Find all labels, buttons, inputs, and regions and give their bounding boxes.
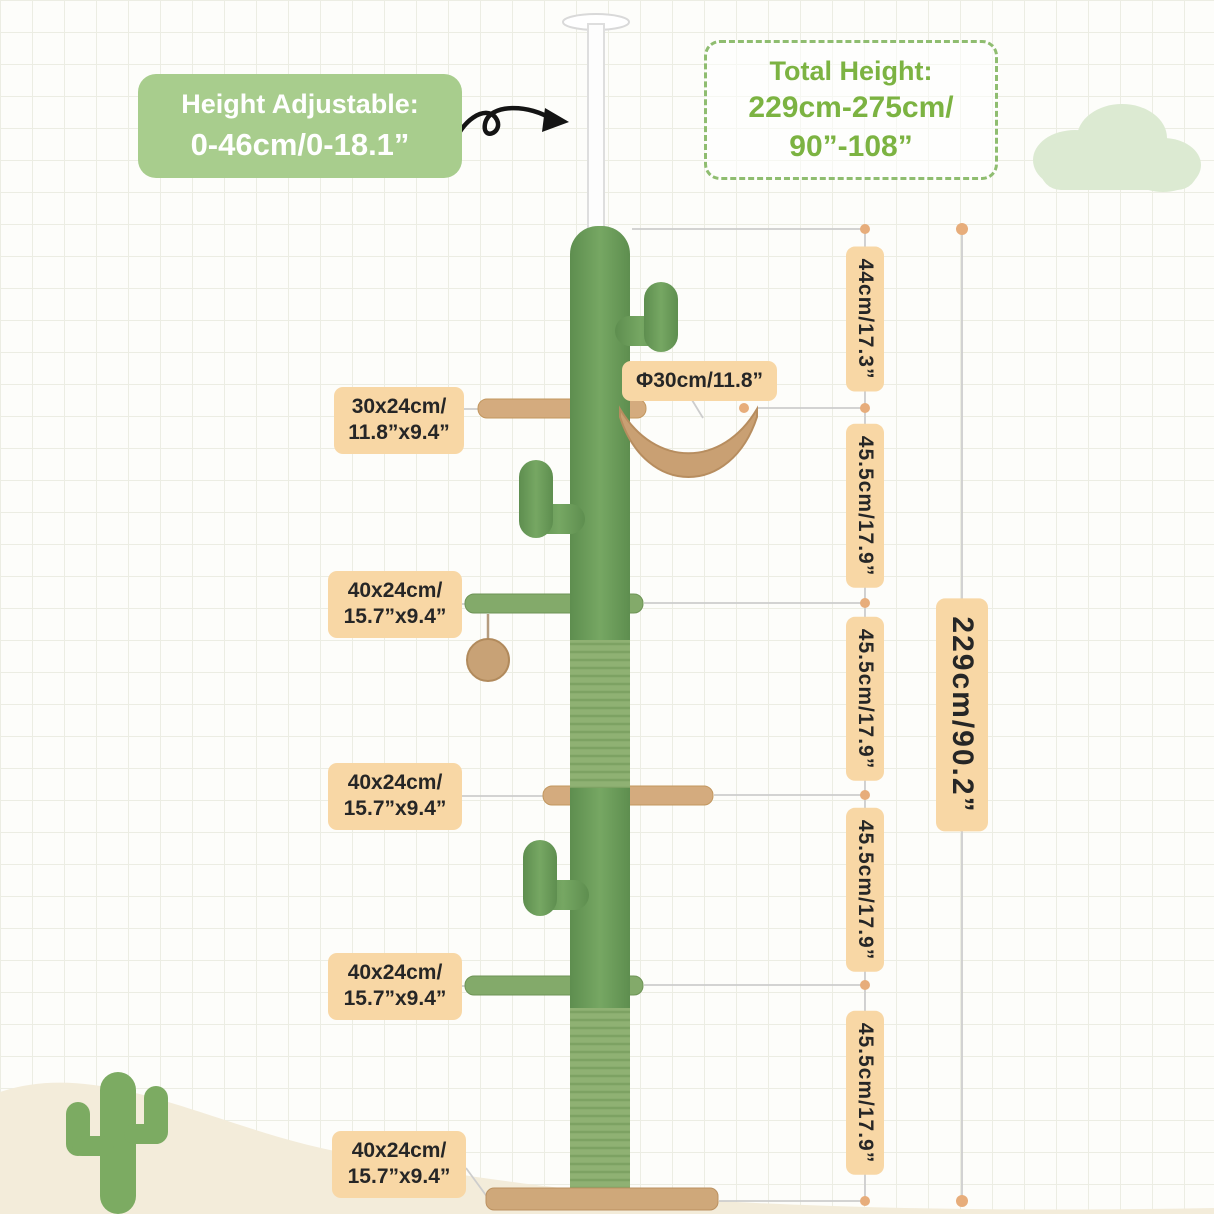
segment-height-label-4: 45.5cm/17.9” <box>846 807 884 973</box>
cloud-icon <box>1033 104 1201 192</box>
platform-size-label-4: 40x24cm/ 15.7”x9.4” <box>328 953 462 1020</box>
platform-size-label-4-line2: 15.7”x9.4” <box>343 987 447 1011</box>
platform-size-label-5-line2: 15.7”x9.4” <box>347 1165 451 1189</box>
total-height-value-1: 229cm-275cm/ <box>748 91 954 124</box>
hammock-diameter-label: Φ30cm/11.8” <box>622 361 777 402</box>
segment-height-label-1: 44cm/17.3” <box>846 246 884 392</box>
segment-height-label-2: 45.5cm/17.9” <box>846 423 884 589</box>
cat-tree-illustration <box>464 13 758 1211</box>
height-adjustable-badge: Height Adjustable: 0-46cm/0-18.1” <box>138 74 462 178</box>
platform-size-label-1-line1: 30x24cm/ <box>351 395 447 418</box>
platform-size-label-5: 40x24cm/ 15.7”x9.4” <box>332 1131 466 1198</box>
total-height-badge: Total Height: 229cm-275cm/ 90”-108” <box>704 40 998 180</box>
curved-arrow-icon <box>447 105 569 158</box>
platform-size-label-2-line1: 40x24cm/ <box>347 579 443 602</box>
platform-size-label-3-line2: 15.7”x9.4” <box>343 797 447 821</box>
total-height-side-label: 229cm/90.2” <box>936 598 988 832</box>
cactus-icon <box>66 1072 168 1214</box>
total-height-title: Total Height: <box>769 56 933 86</box>
platform-size-label-4-line1: 40x24cm/ <box>347 961 443 984</box>
platform-size-label-5-line1: 40x24cm/ <box>351 1139 447 1162</box>
platform-size-label-1: 30x24cm/ 11.8”x9.4” <box>334 387 464 454</box>
height-adjustable-value: 0-46cm/0-18.1” <box>190 127 410 162</box>
platform-size-label-3: 40x24cm/ 15.7”x9.4” <box>328 763 462 830</box>
platform-size-label-2-line2: 15.7”x9.4” <box>343 605 447 629</box>
platform-size-label-3-line1: 40x24cm/ <box>347 771 443 794</box>
height-adjustable-title: Height Adjustable: <box>181 89 419 119</box>
dimension-dots <box>739 223 968 1207</box>
ground-wave <box>0 1082 1214 1214</box>
total-height-value-2: 90”-108” <box>789 129 913 163</box>
segment-height-label-3: 45.5cm/17.9” <box>846 616 884 782</box>
platform-size-label-1-line2: 11.8”x9.4” <box>348 421 450 445</box>
segment-height-label-5: 45.5cm/17.9” <box>846 1010 884 1176</box>
platform-size-label-2: 40x24cm/ 15.7”x9.4” <box>328 571 462 638</box>
